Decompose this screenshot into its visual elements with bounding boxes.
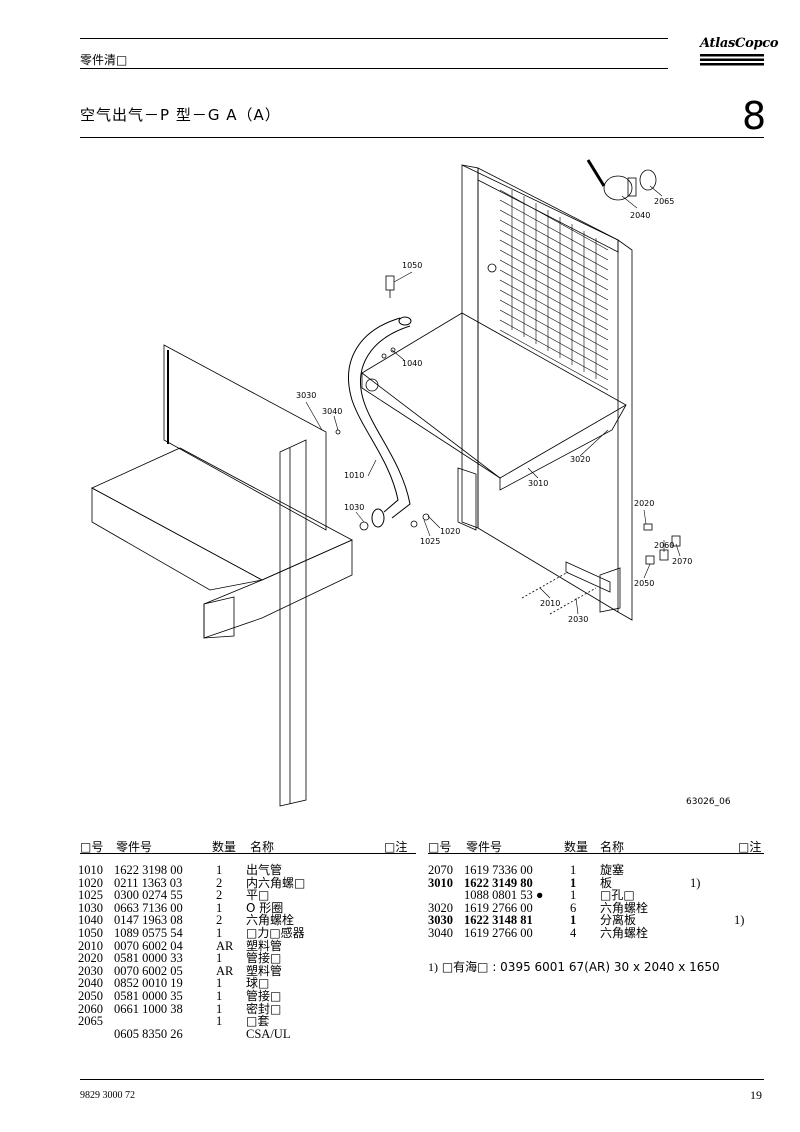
drawing-id: 63026_06 (686, 797, 731, 807)
label-1040: 1040 (402, 359, 422, 368)
header-bottom-rule (80, 68, 668, 69)
label-2020: 2020 (634, 499, 654, 508)
section-number: 8 (742, 94, 767, 138)
footnote-number: 1) (428, 960, 438, 974)
label-3030: 3030 (296, 391, 316, 400)
outlet-pipe-1010 (348, 316, 412, 528)
footer-rule (80, 1079, 764, 1080)
label-3020: 3020 (570, 455, 590, 464)
pressure-sensor-1050 (385, 275, 395, 298)
header-title: 零件清□ (80, 53, 128, 67)
col-partno-right: 零件号 (466, 840, 503, 854)
footnote: 1) □有海□ : 0395 6001 67(AR) 30 x 2040 x 1… (428, 958, 720, 975)
ball-valve-2040 (586, 159, 657, 201)
fittings (335, 347, 681, 565)
separator-plate-3030 (163, 344, 327, 531)
label-3010: 3010 (528, 479, 548, 488)
col-partno-left: 零件号 (116, 840, 153, 854)
label-1020: 1020 (440, 527, 460, 536)
label-3040: 3040 (322, 407, 342, 416)
plate-3010 (361, 312, 627, 531)
table-left-rule (80, 853, 416, 854)
label-1050: 1050 (402, 261, 422, 270)
label-1025: 1025 (420, 537, 440, 546)
header-top-rule (80, 38, 668, 39)
tubing (521, 571, 597, 615)
col-note-left: □注 (384, 840, 408, 854)
table-right-rule (428, 853, 764, 854)
col-qty-left: 数量 (212, 840, 237, 854)
footer-doc-number: 9829 3000 72 (80, 1090, 135, 1101)
label-2040: 2040 (630, 211, 650, 220)
col-note-right: □注 (738, 840, 762, 854)
label-2060: 2060 (654, 541, 674, 550)
grille-frame (461, 164, 633, 621)
label-2050: 2050 (634, 579, 654, 588)
label-1010: 1010 (344, 471, 364, 480)
lower-bracket (565, 561, 621, 613)
atlas-copco-logo: AtlasCopco (700, 36, 779, 51)
label-2070: 2070 (672, 557, 692, 566)
logo-stripes-icon (700, 54, 764, 66)
leader-lines (305, 185, 681, 615)
base-unit (91, 447, 353, 639)
footnote-text: □有海□ : 0395 6001 67(AR) 30 x 2040 x 1650 (441, 960, 720, 974)
section-rule (80, 137, 764, 138)
section-title: 空气出气－P 型－G A（A） (80, 106, 281, 124)
label-2065: 2065 (654, 197, 674, 206)
col-name-right: 名称 (600, 840, 625, 854)
label-2030: 2030 (568, 615, 588, 624)
label-1030: 1030 (344, 503, 364, 512)
table-row: 1088 0801 53 ●1□孔□ (464, 888, 635, 903)
vertical-post (279, 439, 307, 807)
label-2010: 2010 (540, 599, 560, 608)
col-name-left: 名称 (250, 840, 275, 854)
exploded-assembly-drawing: 2065 2040 1050 1040 3030 3040 1010 1030 … (91, 159, 692, 807)
col-pos-right: □号 (428, 840, 452, 854)
col-qty-right: 数量 (564, 840, 589, 854)
col-pos-left: □号 (80, 840, 104, 854)
footer-page-number: 19 (750, 1088, 762, 1102)
